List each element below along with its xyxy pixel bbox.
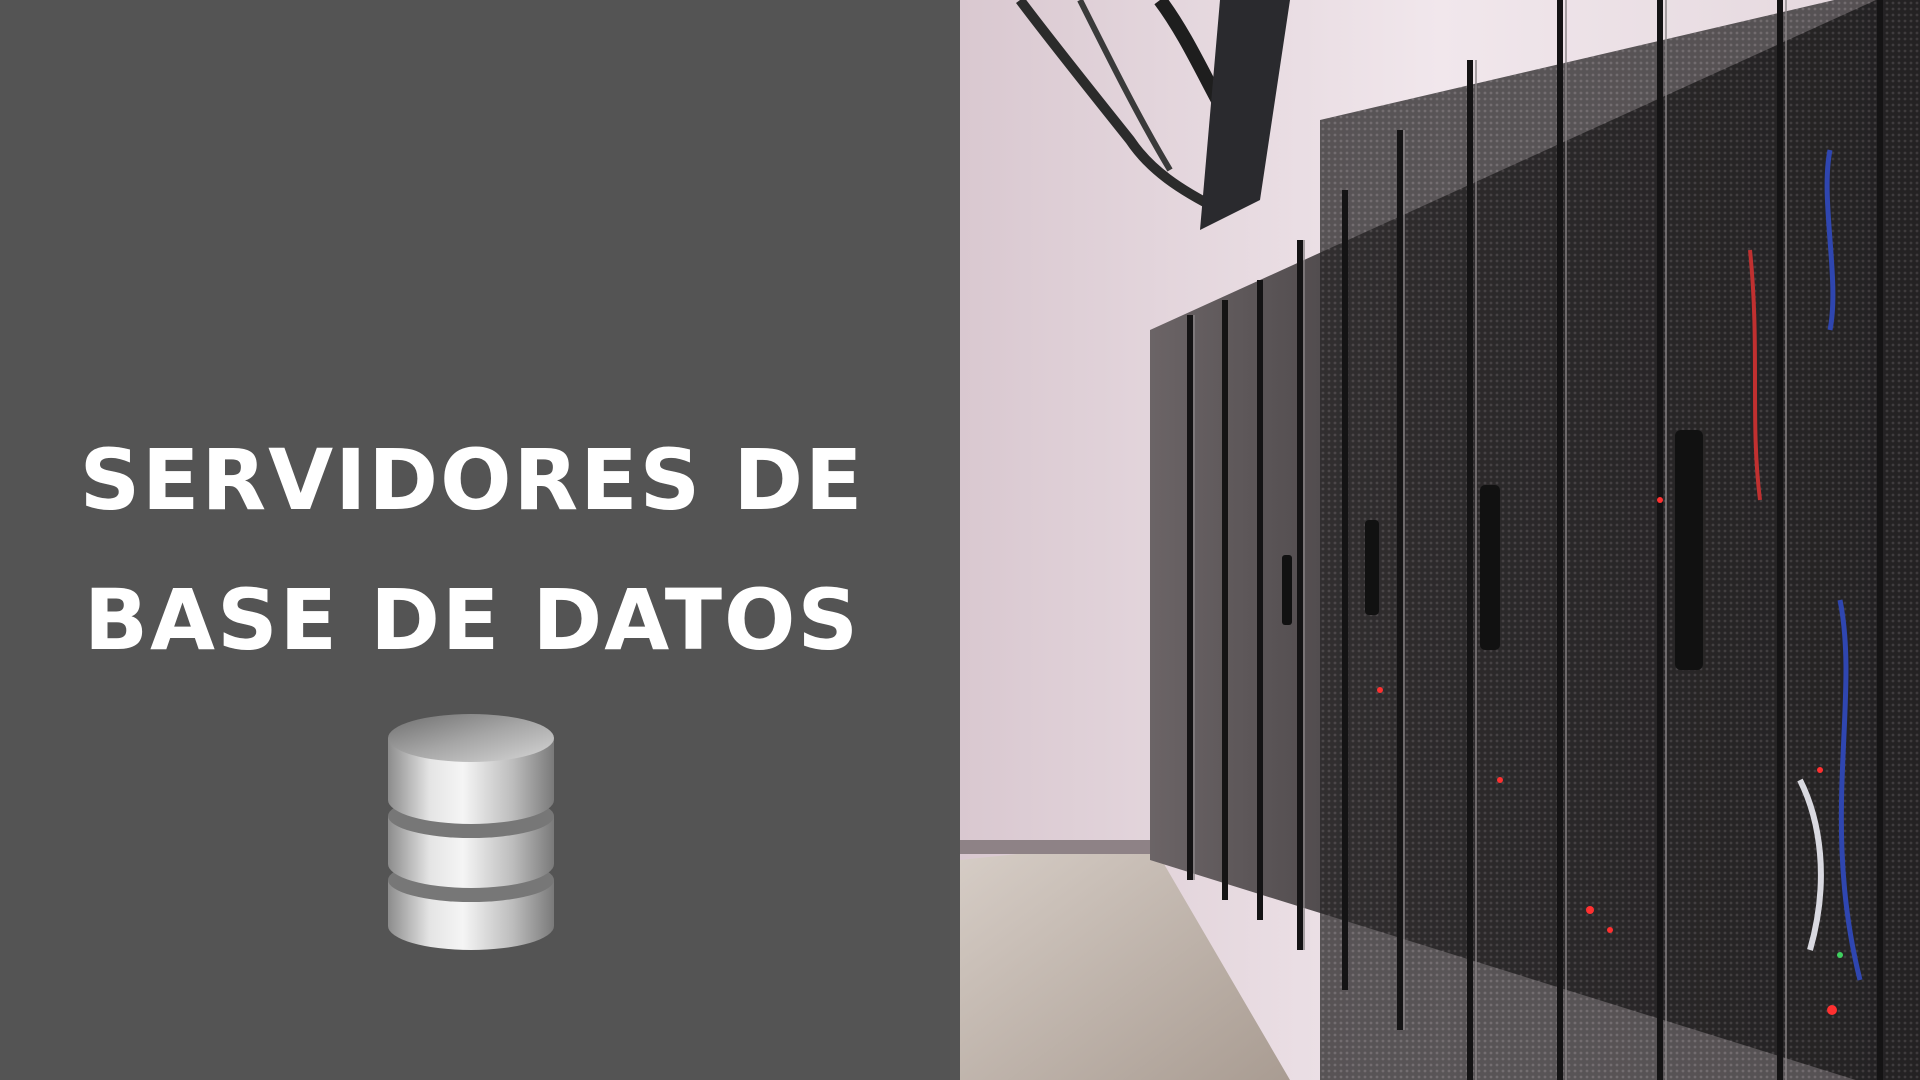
server-racks-photo — [960, 0, 1920, 1080]
title-line-1: SERVIDORES DE — [79, 431, 865, 529]
database-icon — [386, 712, 556, 952]
left-panel: SERVIDORES DE BASE DE DATOS — [0, 410, 944, 952]
slide-title: SERVIDORES DE BASE DE DATOS — [0, 410, 944, 690]
title-line-2: BASE DE DATOS — [84, 571, 860, 669]
